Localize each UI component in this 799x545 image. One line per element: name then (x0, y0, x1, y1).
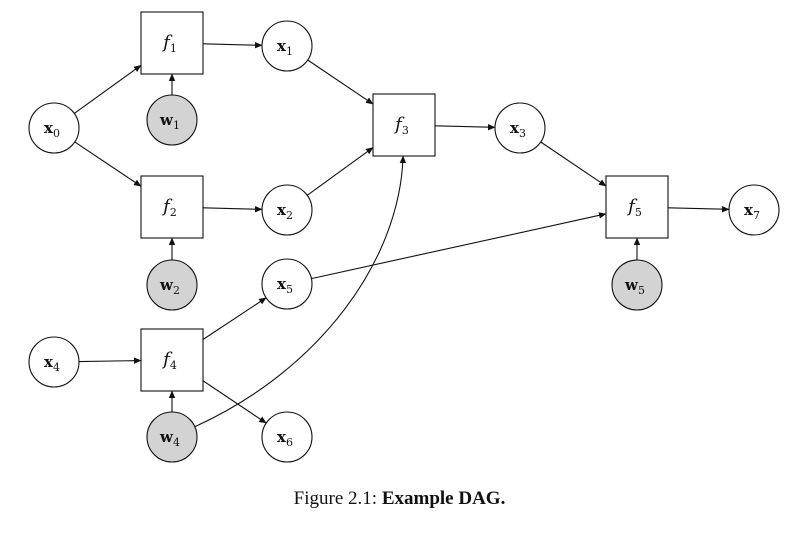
node-x2: x2 (261, 184, 313, 236)
node-x3-label: x3 (510, 119, 526, 140)
edge-f1-to-x1 (202, 41, 263, 49)
node-f1: f1 (140, 11, 204, 75)
edge-x4-to-f4 (78, 357, 142, 364)
node-x0: x0 (28, 102, 80, 154)
node-w5-shape (611, 259, 663, 311)
edge-w4-to-f3 (194, 155, 407, 428)
node-x7-label: x7 (744, 201, 760, 222)
node-f4-shape (140, 328, 204, 392)
node-x6-shape (261, 411, 313, 463)
node-x0-shape (28, 102, 80, 154)
node-w5: w5 (611, 259, 663, 311)
node-w2-label: w2 (159, 276, 180, 297)
node-f4: f4 (140, 328, 204, 392)
figure-caption: Figure 2.1: Example DAG. (0, 488, 799, 510)
nodes-layer: x0 f1 x1 w1 f2 x2 w2 f3 x3 x4 f4 w4 x5 x6 f5 w5 x7 (28, 11, 780, 463)
node-x3: x3 (494, 102, 546, 154)
node-x5-label: x5 (277, 275, 293, 296)
caption-prefix: Figure 2.1: (293, 488, 378, 509)
edge-x0-to-f2 (74, 141, 142, 187)
node-f2-shape (140, 175, 204, 239)
edge-x0-to-f1 (73, 64, 142, 114)
node-w4-shape (146, 411, 198, 463)
node-w1-label: w1 (159, 111, 180, 132)
node-f3: f3 (372, 93, 436, 157)
node-x1-label: x1 (277, 37, 293, 58)
edge-x1-to-f3 (307, 59, 374, 105)
node-x3-shape (494, 102, 546, 154)
node-x4-label: x4 (44, 353, 60, 374)
node-x5: x5 (261, 258, 313, 310)
node-x6: x6 (261, 411, 313, 463)
node-f3-shape (372, 93, 436, 157)
node-f2: f2 (140, 175, 204, 239)
edge-f4-to-x5 (202, 297, 267, 340)
node-f5: f5 (605, 175, 669, 239)
edges-layer (73, 41, 730, 428)
node-x1: x1 (261, 20, 313, 72)
edge-x2-to-f3 (306, 147, 374, 196)
node-x2-shape (261, 184, 313, 236)
node-f1-shape (140, 11, 204, 75)
edge-x5-to-f5 (311, 212, 607, 280)
node-w2: w2 (146, 259, 198, 311)
edge-f5-to-x7 (667, 205, 730, 213)
node-x4: x4 (28, 336, 80, 388)
edge-f2-to-x2 (202, 205, 263, 213)
node-x7: x7 (728, 184, 780, 236)
node-x1-shape (261, 20, 313, 72)
node-x0-label: x0 (44, 119, 60, 140)
edge-x3-to-f5 (540, 141, 607, 187)
node-w4: w4 (146, 411, 198, 463)
caption-title: Example DAG. (381, 488, 506, 509)
node-x2-label: x2 (277, 201, 293, 222)
node-w2-shape (146, 259, 198, 311)
node-w5-label: w5 (624, 276, 645, 297)
node-x6-label: x6 (277, 428, 293, 449)
node-x7-shape (728, 184, 780, 236)
node-x4-shape (28, 336, 80, 388)
node-x5-shape (261, 258, 313, 310)
node-w1-shape (146, 94, 198, 146)
node-w4-label: w4 (159, 428, 180, 449)
node-f5-shape (605, 175, 669, 239)
edge-f3-to-x3 (434, 123, 496, 131)
edge-f4-to-x6 (202, 380, 267, 424)
node-w1: w1 (146, 94, 198, 146)
